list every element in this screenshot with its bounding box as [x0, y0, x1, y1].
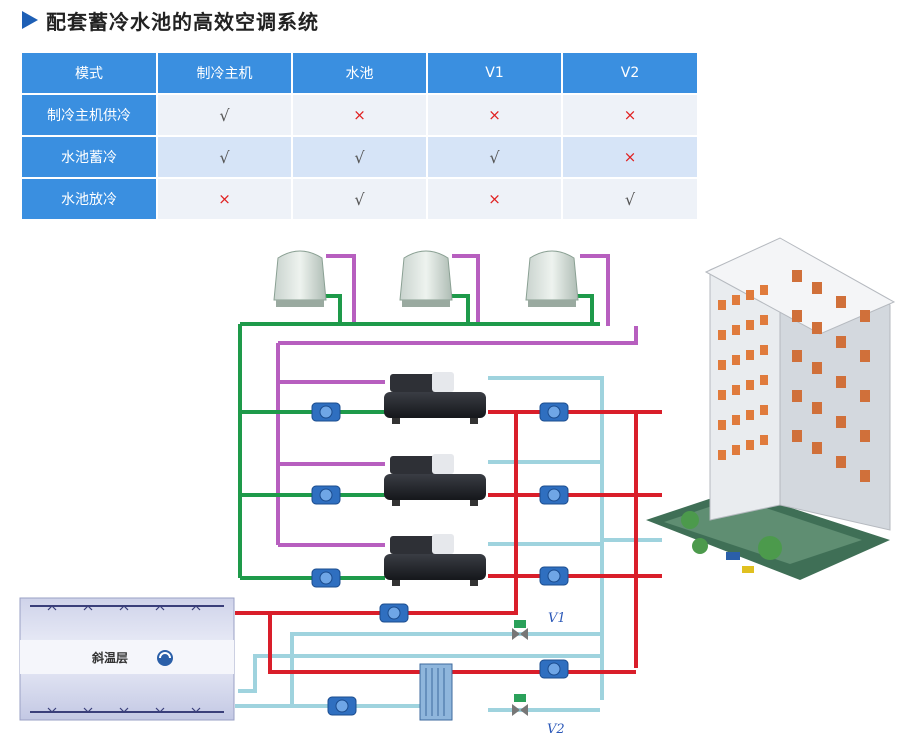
- pump-icon: [311, 568, 341, 588]
- table-cell: ×: [623, 106, 637, 124]
- title-arrow-icon: [22, 11, 38, 29]
- pump-icon: [311, 402, 341, 422]
- mode-table: 模式 制冷主机 水池 V1 V2 制冷主机供冷 √ × × × 水池蓄冷 √ √…: [22, 53, 697, 219]
- chiller-icon: [384, 372, 486, 424]
- brand-logo-icon: [157, 650, 173, 666]
- header-v1: V1: [427, 53, 563, 94]
- table-cell: √: [624, 189, 636, 209]
- row-mode-label: 水池放冷: [22, 177, 158, 219]
- table-cell: ×: [488, 106, 501, 124]
- row-mode-label: 水池蓄冷: [22, 135, 158, 178]
- pump-icon: [311, 485, 341, 505]
- pump-icon: [539, 485, 569, 505]
- system-diagram: V1 V2 斜温层: [19, 237, 896, 737]
- table-cell: √: [489, 147, 500, 167]
- return-water-pipes: [238, 294, 600, 580]
- supply-water-pipes: [235, 410, 662, 674]
- table-cell: ×: [623, 148, 637, 166]
- table-cell: √: [219, 147, 230, 167]
- table-row: 水池蓄冷 √ √ √ ×: [22, 135, 697, 178]
- pump-icon: [539, 402, 569, 422]
- table-cell: ×: [353, 106, 366, 124]
- chillers: [384, 372, 486, 586]
- valve-v1-icon: [512, 620, 528, 640]
- valve-v1-label: V1: [548, 611, 566, 626]
- table-header-row: 模式 制冷主机 水池 V1 V2: [22, 53, 697, 94]
- row-mode-label: 制冷主机供冷: [22, 93, 158, 136]
- table-row: 水池放冷 × √ × √: [22, 177, 697, 219]
- header-mode: 模式: [22, 53, 158, 94]
- table-cell: √: [354, 189, 365, 209]
- table-cell: ×: [218, 190, 231, 208]
- valve-v2-label: V2: [547, 722, 565, 737]
- cooling-water-pipes: [276, 254, 638, 547]
- pump-icon: [539, 566, 569, 586]
- thermocline-label: 斜温层: [91, 650, 128, 665]
- pump-icon: [379, 603, 409, 623]
- cooling-tower-icon: [525, 250, 579, 307]
- storage-tank: 斜温层: [19, 597, 235, 721]
- valve-v2-icon: [512, 694, 528, 716]
- header-tank: 水池: [292, 53, 428, 94]
- header-v2: V2: [562, 53, 697, 94]
- title-text: 配套蓄冷水池的高效空调系统: [46, 9, 319, 34]
- cooling-towers: [273, 250, 579, 307]
- table-cell: √: [354, 147, 365, 167]
- table-cell: ×: [488, 190, 501, 208]
- pump-icon: [539, 659, 569, 679]
- header-chiller: 制冷主机: [157, 53, 293, 94]
- cooling-tower-icon: [399, 250, 453, 307]
- page-title: 配套蓄冷水池的高效空调系统: [22, 6, 319, 34]
- pumps: [311, 402, 569, 716]
- pump-icon: [327, 696, 357, 716]
- table-row: 制冷主机供冷 √ × × ×: [22, 93, 697, 136]
- chiller-icon: [384, 534, 486, 586]
- chiller-icon: [384, 454, 486, 506]
- table-cell: √: [219, 105, 230, 125]
- cooling-tower-icon: [273, 250, 327, 307]
- building-icon: [646, 237, 896, 580]
- heat-exchanger-icon: [419, 663, 453, 721]
